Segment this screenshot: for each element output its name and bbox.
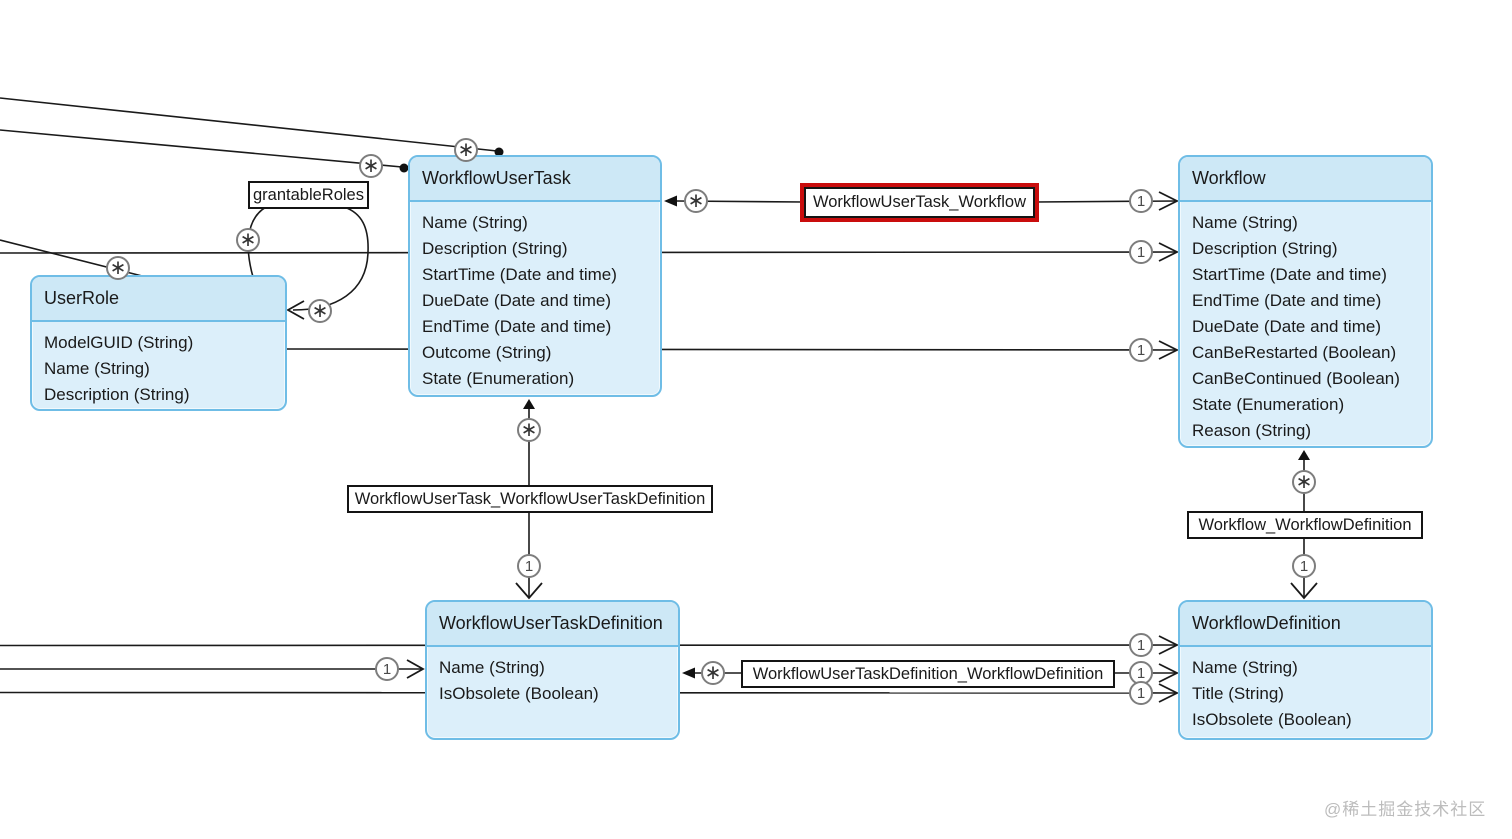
multiplicity-many-badge: ∗ [684, 189, 708, 213]
multiplicity-many-badge: ∗ [454, 138, 478, 162]
rel-label-workflowusertask-workflowusertaskdefinition[interactable]: WorkflowUserTask_WorkflowUserTaskDefinit… [347, 485, 713, 513]
attribute: Description (String) [44, 385, 190, 404]
entity-workflowusertask[interactable]: WorkflowUserTask Name (String) Descripti… [408, 155, 662, 397]
entity-title: WorkflowUserTask [410, 157, 660, 202]
entity-title: UserRole [32, 277, 285, 322]
attribute: DueDate (Date and time) [422, 291, 611, 310]
attribute: IsObsolete (Boolean) [439, 684, 599, 703]
multiplicity-one-badge: 1 [1292, 554, 1316, 578]
attribute: Description (String) [1192, 239, 1338, 258]
attribute: Name (String) [44, 359, 150, 378]
attribute: StartTime (Date and time) [422, 265, 617, 284]
attribute: ModelGUID (String) [44, 333, 194, 352]
multiplicity-many-badge: ∗ [359, 154, 383, 178]
rel-label-workflow-workflowdefinition[interactable]: Workflow_WorkflowDefinition [1187, 511, 1423, 539]
multiplicity-one-badge: 1 [1129, 338, 1153, 362]
attribute: Description (String) [422, 239, 568, 258]
attribute: Name (String) [1192, 658, 1298, 677]
entity-title: WorkflowDefinition [1180, 602, 1431, 647]
multiplicity-one-badge: 1 [1129, 240, 1153, 264]
multiplicity-one-badge: 1 [1129, 681, 1153, 705]
entity-workflowusertaskdefinition[interactable]: WorkflowUserTaskDefinition Name (String)… [425, 600, 680, 740]
attribute: Outcome (String) [422, 343, 552, 362]
entity-userrole[interactable]: UserRole ModelGUID (String) Name (String… [30, 275, 287, 411]
rel-label-workflowusertask-workflow[interactable]: WorkflowUserTask_Workflow [800, 183, 1039, 222]
attribute: Name (String) [1192, 213, 1298, 232]
attribute: EndTime (Date and time) [422, 317, 612, 336]
attribute: CanBeRestarted (Boolean) [1192, 343, 1397, 362]
attribute-list: Name (String) Title (String) IsObsolete … [1180, 647, 1431, 741]
entity-title: WorkflowUserTaskDefinition [427, 602, 678, 647]
multiplicity-many-badge: ∗ [236, 228, 260, 252]
multiplicity-many-badge: ∗ [106, 256, 130, 280]
entity-workflowdefinition[interactable]: WorkflowDefinition Name (String) Title (… [1178, 600, 1433, 740]
rel-label-workflowusertaskdefinition-workflowdefinition[interactable]: WorkflowUserTaskDefinition_WorkflowDefin… [741, 660, 1115, 688]
attribute: Reason (String) [1192, 421, 1312, 440]
multiplicity-many-badge: ∗ [701, 661, 725, 685]
attribute: Name (String) [422, 213, 528, 232]
attribute: StartTime (Date and time) [1192, 265, 1387, 284]
attribute: Name (String) [439, 658, 545, 677]
attribute: DueDate (Date and time) [1192, 317, 1381, 336]
multiplicity-one-badge: 1 [1129, 633, 1153, 657]
attribute: State (Enumeration) [1192, 395, 1345, 414]
entity-title: Workflow [1180, 157, 1431, 202]
rel-label-grantableroles[interactable]: grantableRoles [248, 181, 369, 209]
multiplicity-many-badge: ∗ [517, 418, 541, 442]
multiplicity-many-badge: ∗ [308, 299, 332, 323]
attribute: EndTime (Date and time) [1192, 291, 1382, 310]
watermark: @稀土掘金技术社区 [1324, 800, 1487, 819]
attribute-list: Name (String) IsObsolete (Boolean) [427, 647, 678, 715]
attribute: IsObsolete (Boolean) [1192, 710, 1352, 729]
multiplicity-one-badge: 1 [517, 554, 541, 578]
entity-workflow[interactable]: Workflow Name (String) Description (Stri… [1178, 155, 1433, 448]
attribute-list: Name (String) Description (String) Start… [1180, 202, 1431, 452]
multiplicity-many-badge: ∗ [1292, 470, 1316, 494]
attribute: State (Enumeration) [422, 369, 575, 388]
multiplicity-one-badge: 1 [1129, 189, 1153, 213]
attribute: CanBeContinued (Boolean) [1192, 369, 1400, 388]
attribute-list: Name (String) Description (String) Start… [410, 202, 660, 400]
attribute: Title (String) [1192, 684, 1284, 703]
multiplicity-one-badge: 1 [375, 657, 399, 681]
attribute-list: ModelGUID (String) Name (String) Descrip… [32, 322, 285, 416]
